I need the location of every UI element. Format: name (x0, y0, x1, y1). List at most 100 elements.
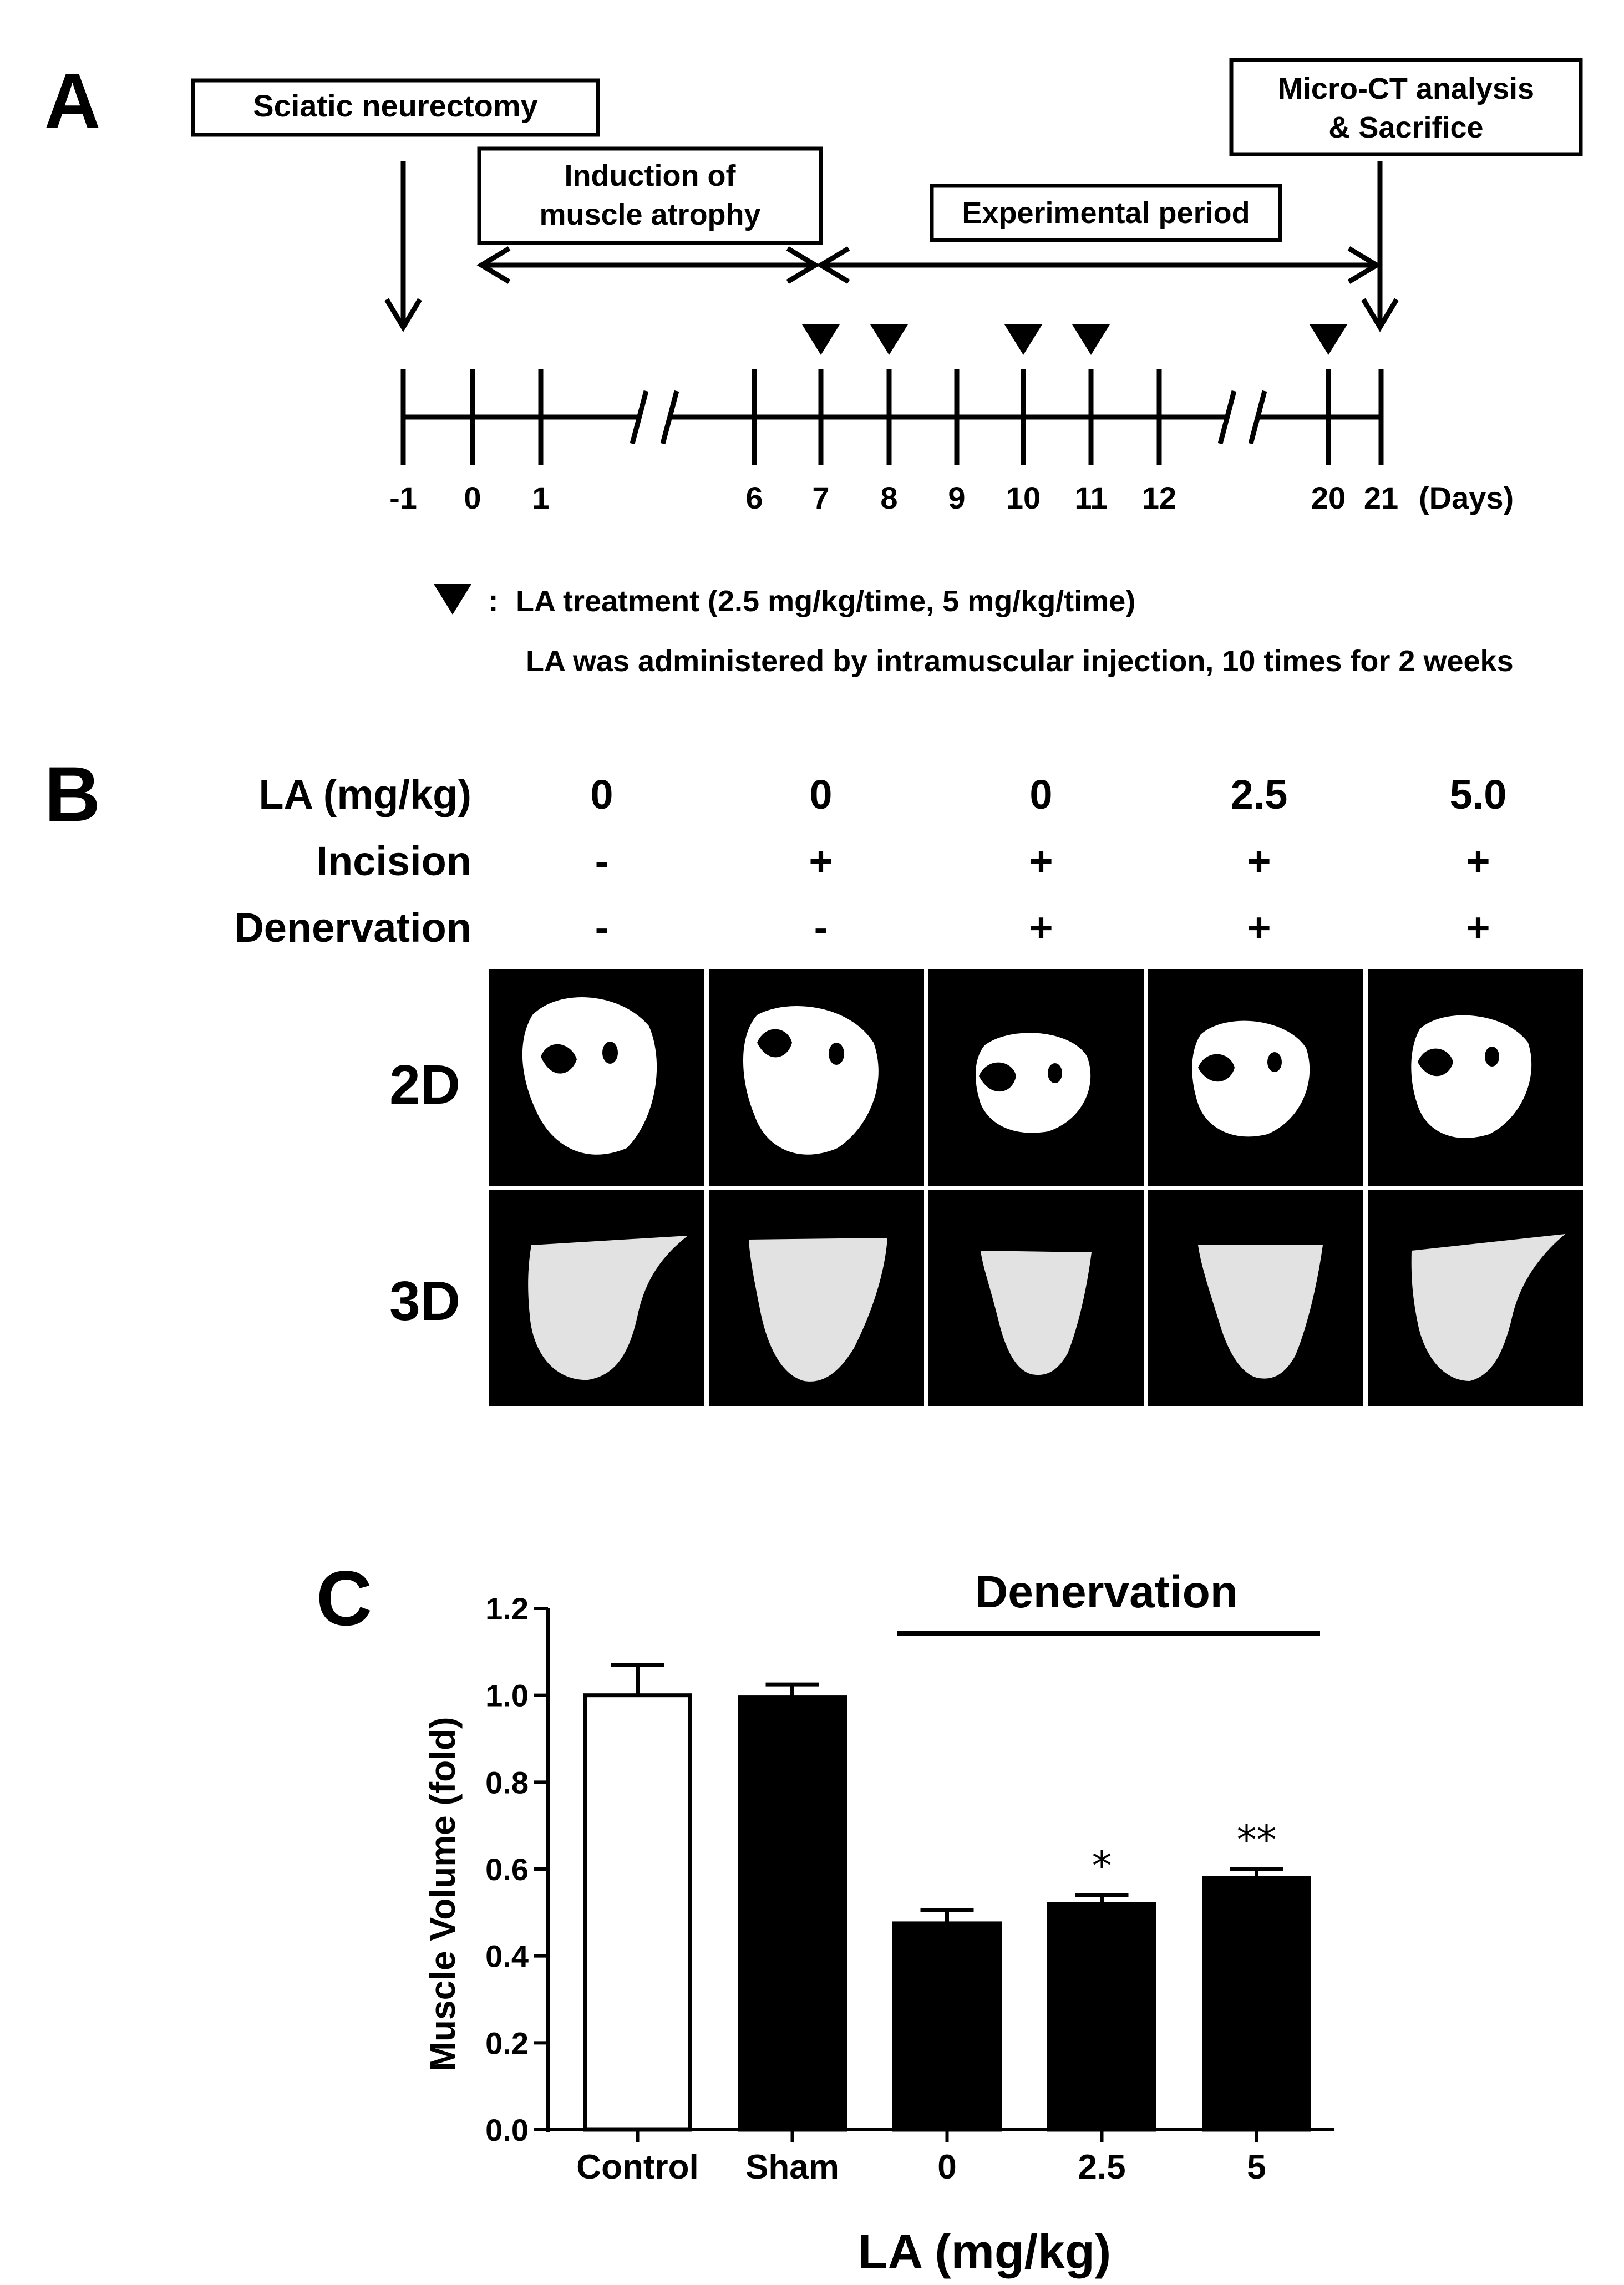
micro-ct-label-line2: & Sacrifice (1328, 111, 1483, 144)
muscle-cross-section (1411, 1015, 1532, 1138)
panel-c: C Denervation Muscle Volume (fold) LA (m… (316, 1555, 1334, 2279)
induction-label-line1: Induction of (565, 159, 737, 192)
experimental-period-box (930, 184, 1282, 242)
bone-hole (1485, 1047, 1499, 1067)
sacrifice-arrow-head (1361, 298, 1399, 332)
condition-incision-value: + (1466, 838, 1490, 884)
y-tick-label: 0.6 (485, 1852, 529, 1887)
treatment-marker-triangle (1004, 324, 1042, 355)
significance-marker: * (1092, 1842, 1112, 1889)
legend-line1: LA treatment (2.5 mg/kg/time, 5 mg/kg/ti… (516, 585, 1135, 618)
row-label-incision: Incision (316, 838, 471, 884)
panel-b-letter: B (44, 750, 100, 837)
legend-colon: : (488, 583, 499, 618)
row-label-3d: 3D (389, 1270, 460, 1332)
experimental-arrow-right-head (1347, 246, 1382, 284)
condition-denervation-value: + (1029, 905, 1053, 951)
row-label-denervation: Denervation (234, 905, 471, 951)
y-tick-label: 1.0 (485, 1678, 529, 1713)
muscle-3d-render (749, 1238, 887, 1382)
condition-denervation-value: + (1466, 905, 1490, 951)
day-label: 11 (1074, 480, 1107, 515)
treatment-marker-triangle (802, 324, 840, 355)
neurectomy-arrow-head (384, 298, 422, 332)
induction-arrow-right-head (786, 246, 820, 284)
timeline-break-mark (660, 390, 679, 445)
x-tick-label: 2.5 (1078, 2148, 1125, 2186)
day-label: 21 (1364, 480, 1398, 515)
day-label: -1 (389, 480, 417, 515)
row-label-la: LA (mg/kg) (258, 771, 471, 817)
timeline-break-mark (1248, 390, 1267, 445)
row-label-2d: 2D (389, 1054, 460, 1116)
x-tick-label: Control (576, 2148, 698, 2186)
timeline-break-mark (1217, 390, 1237, 445)
induction-label-line2: muscle atrophy (539, 198, 760, 231)
panel-a-letter: A (44, 57, 100, 144)
muscle-3d-render (1198, 1245, 1323, 1379)
treatment-legend-triangle (434, 584, 471, 615)
x-tick-label: 5 (1247, 2148, 1266, 2186)
day-label: 10 (1006, 480, 1041, 515)
y-tick-label: 0.2 (485, 2025, 529, 2060)
panel-b: B LA (mg/kg) Incision Denervation 0--0+-… (44, 750, 1583, 1406)
treatment-markers (802, 324, 1347, 355)
days-unit-label: (Days) (1419, 480, 1514, 515)
bar (892, 1921, 1002, 2132)
condition-la-value: 0 (1029, 771, 1052, 817)
micro-ct-label-line1: Micro-CT analysis (1278, 72, 1534, 105)
muscle-cross-section (975, 1033, 1091, 1133)
condition-la-value: 5.0 (1450, 771, 1507, 817)
day-label: 0 (464, 480, 481, 515)
day-label: 12 (1142, 480, 1176, 515)
condition-incision-value: + (1029, 838, 1053, 884)
bone-hole (541, 1044, 577, 1074)
micro-ct-box (1229, 58, 1583, 156)
y-tick-label: 0.4 (485, 1939, 529, 1974)
day-label: 20 (1311, 480, 1346, 515)
panel-c-letter: C (316, 1555, 372, 1642)
experimental-arrow-left-head (816, 246, 850, 284)
significance-marker: ** (1237, 1816, 1277, 1863)
day-label: 6 (745, 480, 763, 515)
sciatic-neurectomy-box (191, 78, 600, 137)
condition-la-value: 2.5 (1231, 771, 1288, 817)
bone-hole (979, 1062, 1016, 1092)
condition-denervation-value: + (1247, 905, 1271, 951)
bone-hole (602, 1042, 618, 1064)
bone-hole (1418, 1048, 1453, 1077)
bone-hole (829, 1043, 844, 1065)
condition-la-value: 0 (809, 771, 832, 817)
treatment-marker-triangle (1310, 324, 1347, 355)
timeline-break-mark (630, 390, 649, 445)
muscle-3d-render (981, 1251, 1092, 1375)
day-label: 9 (948, 480, 965, 515)
y-tick-label: 0.8 (485, 1765, 529, 1800)
induction-box (477, 146, 823, 245)
bone-hole (757, 1029, 792, 1058)
treatment-marker-triangle (1072, 324, 1110, 355)
condition-table: 0--0+-0++2.5++5.0++ (590, 771, 1506, 951)
x-tick-label: Sham (745, 2148, 839, 2186)
condition-denervation-value: - (595, 905, 609, 951)
day-label: 7 (812, 480, 829, 515)
experimental-period-label: Experimental period (962, 196, 1250, 230)
condition-incision-value: + (1247, 838, 1271, 884)
day-label: 1 (532, 480, 549, 515)
bone-hole (1198, 1054, 1235, 1082)
muscle-3d-render (528, 1236, 688, 1380)
x-axis-label: LA (mg/kg) (858, 2224, 1111, 2279)
muscle-cross-section (1192, 1020, 1310, 1137)
denervation-bracket-label: Denervation (975, 1567, 1238, 1617)
x-tick-label: 0 (937, 2148, 956, 2186)
legend-line2: LA was administered by intramuscular inj… (526, 644, 1514, 678)
timeline-ticks (400, 369, 1384, 465)
treatment-marker-triangle (870, 324, 908, 355)
bar (583, 1693, 692, 2132)
bone-hole (1048, 1063, 1062, 1083)
y-tick-label: 0.0 (485, 2113, 529, 2147)
muscle-3d-render (1411, 1234, 1565, 1381)
bone-hole (1267, 1052, 1282, 1072)
